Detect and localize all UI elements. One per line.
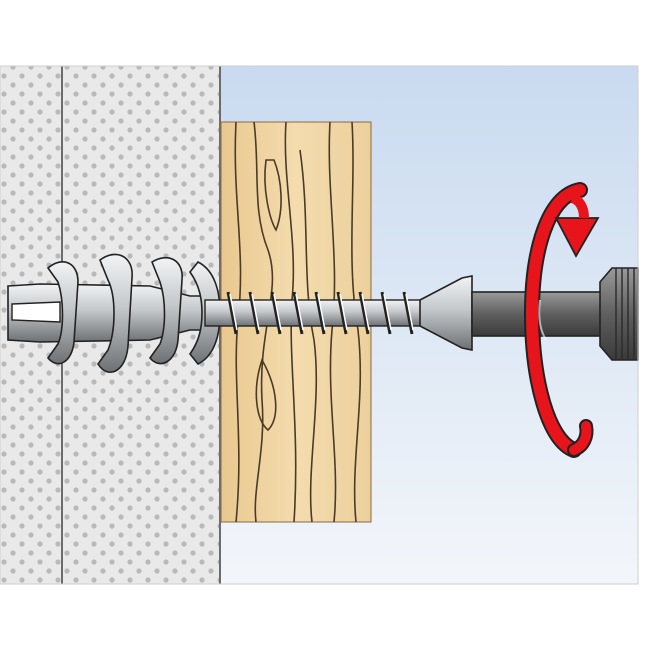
rotation-arrow-icon [523, 182, 600, 458]
screw [204, 275, 473, 351]
illustration-frame [0, 65, 639, 585]
